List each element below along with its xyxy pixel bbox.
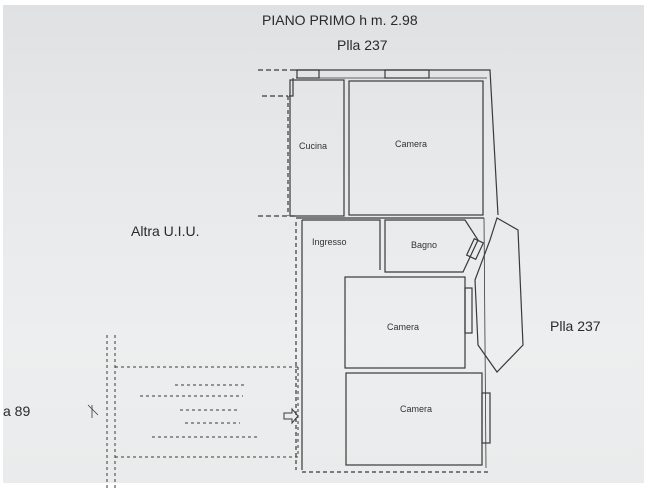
room-label-camera-top: Camera [395, 139, 428, 149]
room-label-bagno: Bagno [411, 240, 438, 250]
parcel-label-right: Plla 237 [550, 318, 601, 334]
other-unit-label: Altra U.I.U. [131, 223, 200, 239]
floor-plan-sheet [3, 5, 644, 483]
parcel-label-top: Plla 237 [337, 37, 388, 53]
floor-title: PIANO PRIMO h m. 2.98 [262, 12, 418, 28]
room-label-ingresso: Ingresso [312, 237, 347, 247]
room-label-camera-middle: Camera [387, 322, 420, 332]
room-label-camera-bottom: Camera [400, 404, 433, 414]
room-label-cucina: Cucina [299, 141, 328, 151]
parcel-label-left-partial: a 89 [3, 403, 31, 419]
